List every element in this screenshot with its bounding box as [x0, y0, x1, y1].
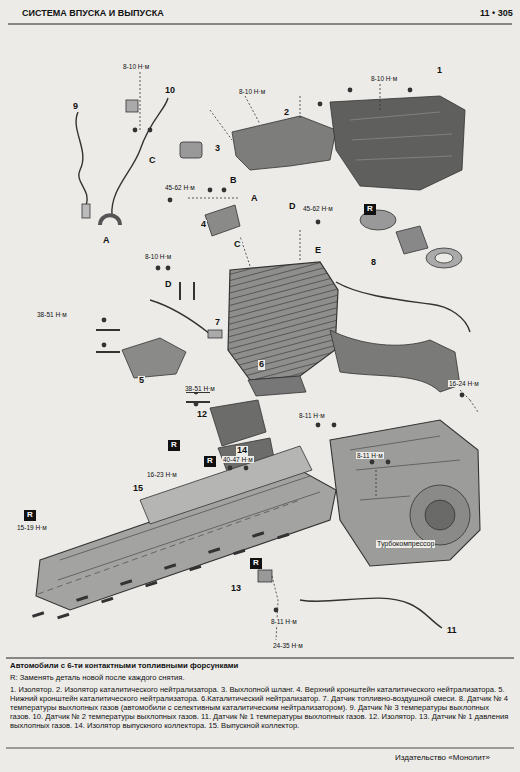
- torque-value: 16-24 Н·м: [448, 380, 480, 387]
- torque-value: 8-11 Н·м: [270, 618, 298, 625]
- replace-mark: R: [24, 510, 36, 521]
- callout-letter: B: [229, 176, 238, 186]
- caption-note: R: Заменять деталь новой после каждого с…: [10, 674, 510, 682]
- callout-letter: C: [148, 156, 157, 166]
- page-title: СИСТЕМА ВПУСКА И ВЫПУСКА: [22, 9, 164, 19]
- callout-letter: D: [288, 202, 297, 212]
- caption-legend: 1. Изолятор. 2. Изолятор каталитического…: [10, 685, 510, 731]
- callout-number: 12: [196, 410, 208, 420]
- callout-number: 8: [370, 258, 377, 268]
- callout-number: 2: [283, 108, 290, 118]
- replace-mark: R: [250, 558, 262, 569]
- torque-value: 8-10 Н·м: [144, 253, 172, 260]
- torque-value: 40-47 Н·м: [222, 456, 254, 463]
- torque-value: 45-62 Н·м: [164, 184, 196, 191]
- callout-letter: A: [102, 236, 111, 246]
- callout-number: 10: [164, 86, 176, 96]
- torque-value: 8-10 Н·м: [122, 63, 150, 70]
- callout-letter: A: [250, 194, 259, 204]
- replace-mark: R: [204, 456, 216, 467]
- callout-number: 3: [214, 144, 221, 154]
- publisher: Издательство «Монолит»: [395, 754, 490, 763]
- torque-value: 8-11 Н·м: [356, 452, 384, 459]
- replace-mark-text: R: [253, 558, 259, 567]
- torque-value: 45-62 Н·м: [302, 205, 334, 212]
- callout-number: 4: [200, 220, 207, 230]
- callout-number: 15: [132, 484, 144, 494]
- figure-caption: Автомобили с 6-ти контактными топливными…: [10, 662, 510, 671]
- callout-number: 6: [258, 360, 265, 370]
- callout-letter: C: [233, 240, 242, 250]
- part-name: Турбокомпрессор: [376, 540, 435, 548]
- replace-mark: R: [364, 204, 376, 215]
- callout-number: 1: [436, 66, 443, 76]
- replace-mark-text: R: [171, 440, 177, 449]
- callout-number: 13: [230, 584, 242, 594]
- callout-number: 7: [214, 318, 221, 328]
- replace-mark-text: R: [27, 510, 33, 519]
- callout-number: 9: [72, 102, 79, 112]
- callout-letter: E: [314, 246, 322, 256]
- torque-value: 24-35 Н·м: [272, 642, 304, 649]
- torque-value: 8-10 Н·м: [238, 88, 266, 95]
- replace-mark-text: R: [207, 456, 213, 465]
- torque-value: 8-11 Н·м: [298, 412, 326, 419]
- replace-mark: R: [168, 440, 180, 451]
- callout-number: 14: [236, 446, 248, 456]
- replace-mark-text: R: [367, 204, 373, 213]
- callout-number: 11: [446, 626, 458, 636]
- torque-value: 15-19 Н·м: [16, 524, 48, 531]
- torque-value: 38-51 Н·м: [36, 311, 68, 318]
- callout-letter: D: [164, 280, 173, 290]
- page-number: 11 • 305: [480, 9, 513, 19]
- torque-value: 8-10 Н·м: [370, 75, 398, 82]
- callout-number: 5: [138, 376, 145, 386]
- torque-value: 38-51 Н·м: [184, 385, 216, 392]
- torque-value: 16-23 Н·м: [146, 471, 178, 478]
